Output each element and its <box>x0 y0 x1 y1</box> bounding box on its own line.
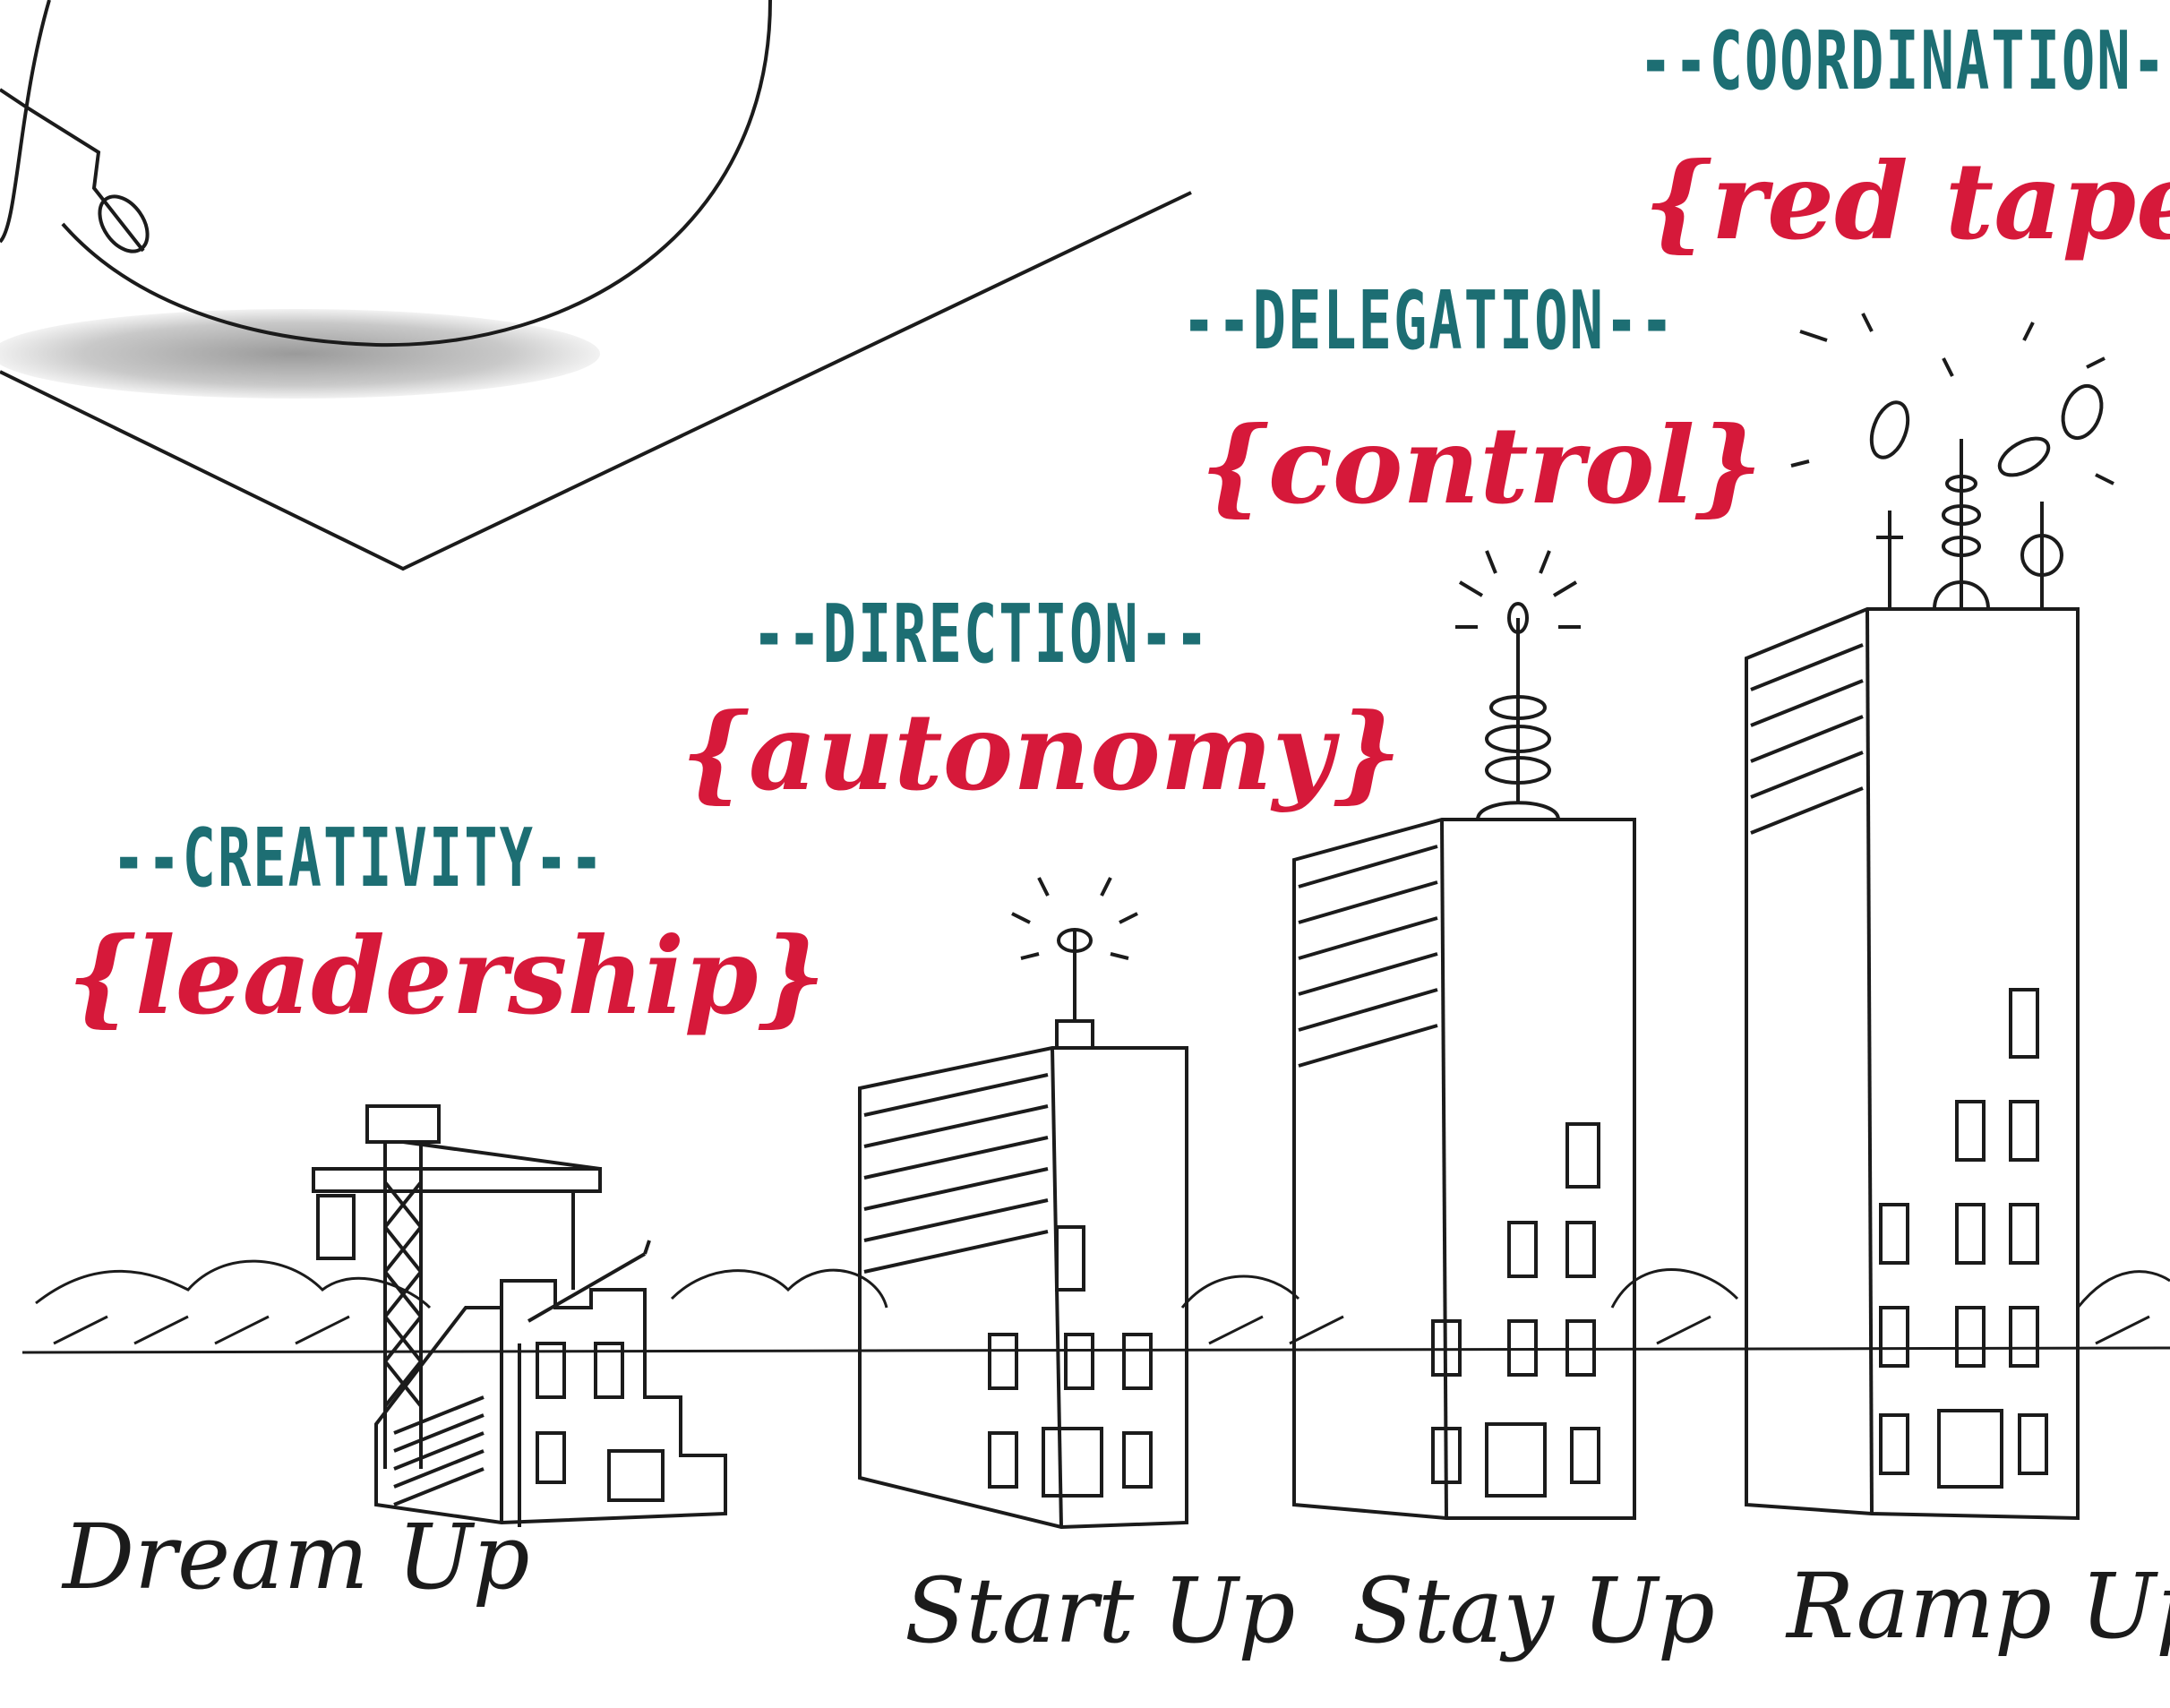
stage-label-stay-up: Stay Up <box>1352 1558 1715 1663</box>
building-icon <box>374 1240 727 1527</box>
crane-icon <box>312 1104 602 1469</box>
stage-label-ramp-up: Ramp Up <box>1787 1554 2170 1659</box>
stage-label-start-up: Start Up <box>905 1558 1296 1663</box>
keyword-direction: --DIRECTION-- <box>752 587 1211 682</box>
antenna-icon <box>1790 313 2114 610</box>
value-control: {control} <box>1200 403 1763 528</box>
antenna-icon <box>1455 550 1581 820</box>
keyword-coordination: --COORDINATION-- <box>1639 13 2170 108</box>
antenna-icon <box>1011 877 1138 1050</box>
horizon <box>21 1259 2170 1354</box>
value-autonomy: {autonomy} <box>681 690 1402 814</box>
building-icon <box>1745 607 2080 1521</box>
value-leadership: {leadership} <box>67 914 827 1038</box>
stage-label-dream-up: Dream Up <box>63 1505 530 1609</box>
keyword-delegation: --DELEGATION-- <box>1182 273 1676 368</box>
value-red-tape: {red tape} <box>1643 139 2170 263</box>
building-icon <box>1292 818 1636 1520</box>
building-icon <box>858 1046 1188 1530</box>
keyword-creativity: --CREATIVITY-- <box>112 811 605 905</box>
ball-icon <box>0 0 1192 571</box>
